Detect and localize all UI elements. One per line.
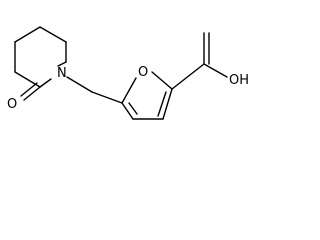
bond-c2-o-double-b (20, 82, 38, 97)
bond-o1-c2 (151, 71, 173, 90)
hydroxyl-label: OH (229, 73, 249, 88)
bond-n-ch2 (66, 76, 93, 93)
bond-c2-c3-left (14, 71, 41, 88)
nitrogen-label: N (57, 66, 67, 81)
bond-c3-c4 (14, 26, 41, 43)
furan-ring: O (121, 65, 173, 120)
bond-c-oh (203, 63, 228, 78)
bond-c2-c3-inner (157, 91, 167, 117)
bond-n-c2 (39, 78, 52, 88)
chemical-structure-diagram: O N O OH (7, 26, 249, 120)
bond-c4-c5 (39, 26, 67, 43)
bond-c2-cooh (171, 63, 205, 90)
carboxylic-acid-group: OH (171, 32, 249, 90)
bond-c4-c5 (121, 102, 134, 120)
bond-c2-c3 (162, 88, 173, 120)
ketone-group: O (7, 82, 41, 112)
methylene-linker (66, 76, 123, 104)
bond-c5-o1 (121, 77, 137, 104)
bond-c2-o-double-a (23, 86, 41, 101)
furan-oxygen-label: O (138, 65, 148, 80)
bond-ch2-furan (91, 91, 123, 104)
bond-c4-c5-inner (128, 102, 138, 115)
ketone-oxygen-label: O (7, 97, 17, 112)
bond-c6-n (57, 61, 67, 67)
